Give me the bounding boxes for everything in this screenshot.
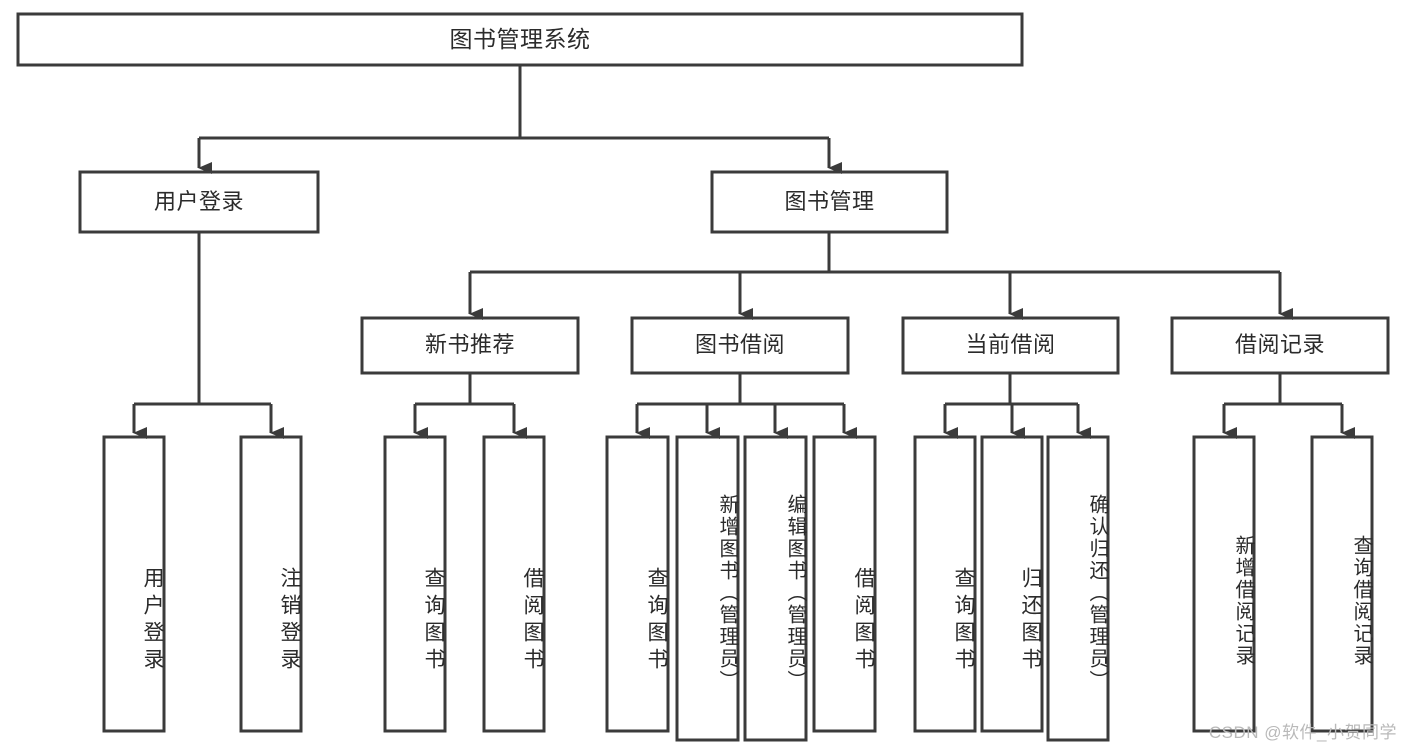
node-leaf-query-book-2[interactable] xyxy=(607,437,668,731)
node-box-leaf-return-book[interactable] xyxy=(980,435,1044,733)
node-leaf-query-book-1[interactable] xyxy=(385,437,445,731)
node-box-current-borrow[interactable] xyxy=(901,316,1120,375)
node-borrow-record[interactable] xyxy=(1172,318,1388,373)
node-leaf-query-book-3[interactable] xyxy=(915,437,975,731)
node-leaf-edit-book[interactable] xyxy=(745,437,806,740)
node-leaf-confirm-return[interactable] xyxy=(1048,437,1108,740)
node-box-leaf-query-book-2[interactable] xyxy=(605,435,670,733)
node-leaf-user-login[interactable] xyxy=(104,437,164,731)
node-box-leaf-confirm-return[interactable] xyxy=(1046,435,1110,742)
node-book-manage[interactable] xyxy=(712,172,947,232)
node-leaf-user-logout[interactable] xyxy=(241,437,301,731)
node-new-book-recommend[interactable] xyxy=(362,318,578,373)
node-box-leaf-user-logout[interactable] xyxy=(239,435,303,733)
node-leaf-borrow-book-2[interactable] xyxy=(814,437,875,731)
node-book-borrow[interactable] xyxy=(632,318,848,373)
node-leaf-add-book[interactable] xyxy=(677,437,738,740)
node-root[interactable] xyxy=(18,14,1022,65)
node-box-leaf-user-login[interactable] xyxy=(102,435,166,733)
node-box-leaf-query-book-3[interactable] xyxy=(913,435,977,733)
node-current-borrow[interactable] xyxy=(903,318,1118,373)
node-box-leaf-query-book-1[interactable] xyxy=(383,435,447,733)
node-box-leaf-borrow-book-2[interactable] xyxy=(812,435,877,733)
node-leaf-add-record[interactable] xyxy=(1194,437,1254,731)
node-box-new-book-recommend[interactable] xyxy=(360,316,580,375)
node-box-leaf-add-book[interactable] xyxy=(675,435,740,742)
node-user-login[interactable] xyxy=(80,172,318,232)
node-leaf-return-book[interactable] xyxy=(982,437,1042,731)
node-box-user-login[interactable] xyxy=(78,170,320,234)
node-box-leaf-borrow-book-1[interactable] xyxy=(482,435,546,733)
node-box-root[interactable] xyxy=(16,12,1024,67)
node-leaf-borrow-book-1[interactable] xyxy=(484,437,544,731)
node-box-leaf-query-record[interactable] xyxy=(1310,435,1374,733)
node-leaf-query-record[interactable] xyxy=(1312,437,1372,731)
node-box-leaf-add-record[interactable] xyxy=(1192,435,1256,733)
